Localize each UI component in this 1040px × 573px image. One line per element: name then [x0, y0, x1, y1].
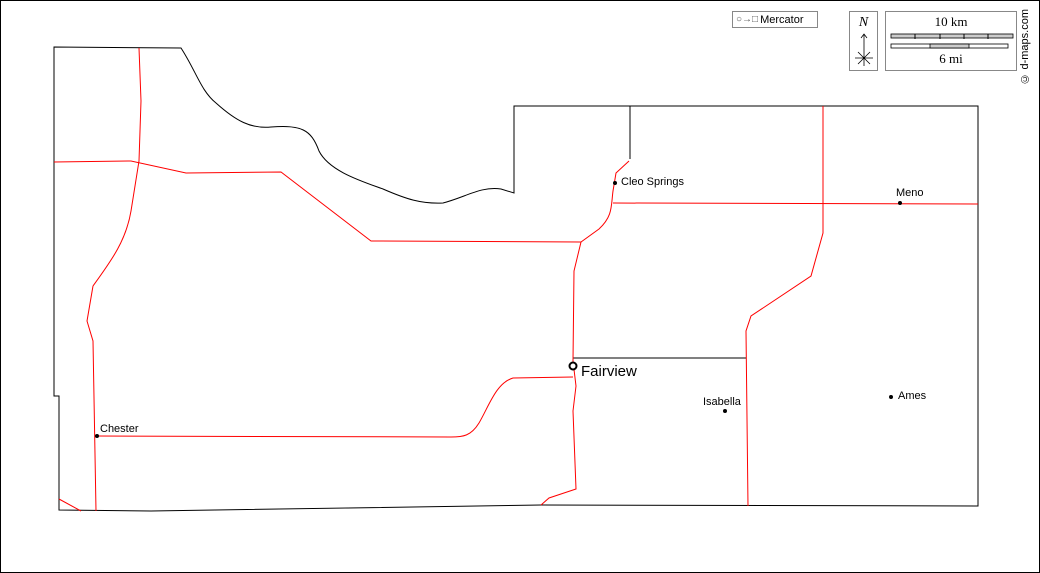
road: [95, 376, 574, 438]
place-label-meno: Meno: [896, 187, 924, 199]
scale-bars: [890, 33, 1014, 49]
place-label-isabella: Isabella: [703, 396, 741, 408]
projection-label: Mercator: [760, 13, 804, 26]
place-label-ames: Ames: [898, 390, 927, 402]
county-boundary: [53, 46, 979, 512]
road: [86, 47, 142, 512]
road: [58, 498, 82, 512]
scale-km-label: 10 km: [934, 14, 968, 29]
chester-dot: [95, 434, 99, 438]
meno-dot: [898, 201, 902, 205]
ames-dot: [889, 395, 893, 399]
place-label-chester: Chester: [100, 423, 139, 435]
road: [745, 106, 824, 507]
projection-box: ○→□ Mercator: [732, 11, 818, 28]
north-arrow-box: N: [849, 11, 878, 71]
scale-bar-box: 10 km 6 mi: [885, 11, 1017, 71]
scale-mi-label: 6 mi: [939, 51, 963, 66]
road: [540, 241, 582, 506]
place-label-fairview: Fairview: [581, 363, 637, 380]
cleo-springs-dot: [613, 181, 617, 185]
compass-icon: [855, 33, 873, 66]
road: [612, 202, 979, 205]
globe-to-plane-icon: ○→□: [736, 14, 759, 25]
road: [53, 160, 630, 243]
place-label-cleo-springs: Cleo Springs: [621, 176, 684, 188]
isabella-dot: [723, 409, 727, 413]
north-label: N: [858, 15, 869, 30]
fairview-marker: [568, 361, 578, 371]
credit-text: © d-maps.com: [1019, 9, 1031, 85]
